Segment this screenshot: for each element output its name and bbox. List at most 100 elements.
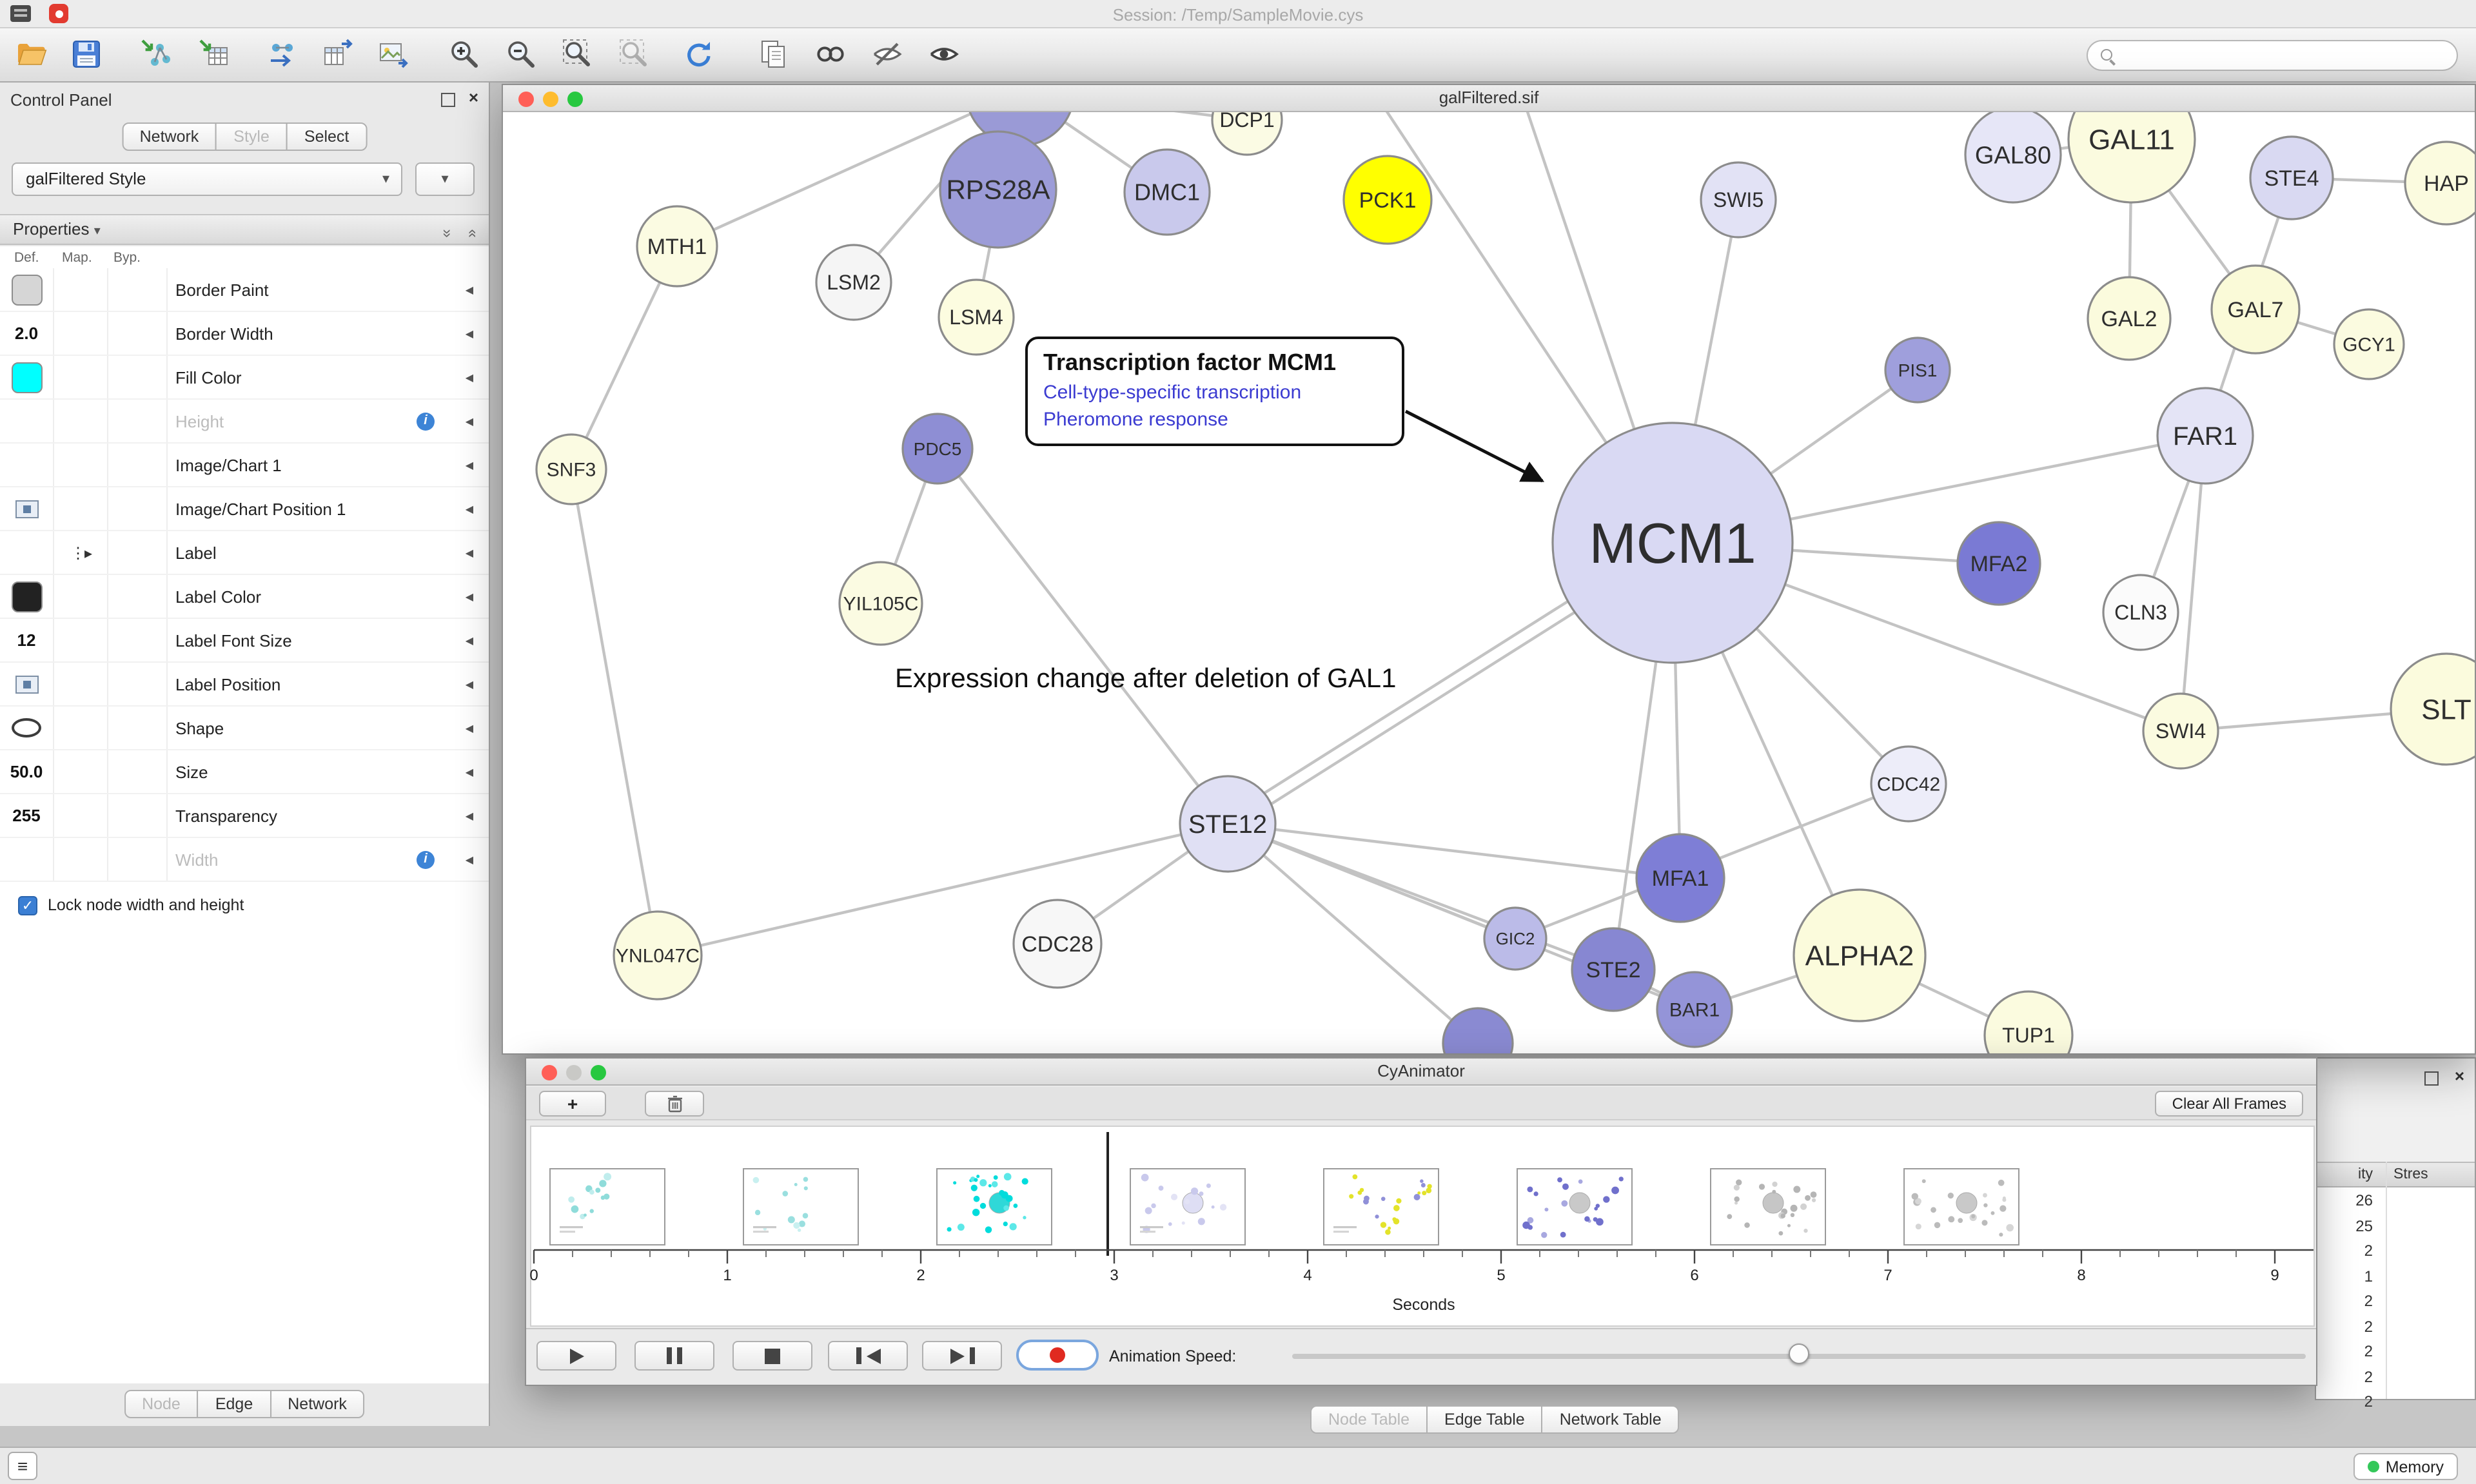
- minimize-window-button[interactable]: [543, 91, 558, 106]
- passthrough-mapping-icon[interactable]: ⋮▸: [70, 543, 92, 561]
- network-node[interactable]: [636, 205, 718, 288]
- tab-style[interactable]: Style: [215, 122, 288, 151]
- style-selector-dropdown[interactable]: galFiltered Style ▾: [12, 162, 402, 196]
- zoom-window-button[interactable]: [567, 91, 583, 106]
- tab-edge-table[interactable]: Edge Table: [1426, 1405, 1543, 1434]
- ellipse-shape-icon[interactable]: [12, 718, 41, 737]
- stop-button[interactable]: [732, 1341, 812, 1371]
- color-swatch[interactable]: [11, 274, 42, 305]
- export-network-button[interactable]: [319, 36, 357, 75]
- network-node[interactable]: [1211, 112, 1283, 156]
- tab-edge[interactable]: Edge: [197, 1390, 271, 1418]
- import-network-button[interactable]: [137, 36, 175, 75]
- network-window-titlebar[interactable]: galFiltered.sif: [503, 85, 2475, 112]
- table-column-header[interactable]: Stres: [2393, 1167, 2428, 1182]
- zoom-fit-button[interactable]: [558, 36, 597, 75]
- property-row[interactable]: Image/Chart 1◀: [0, 444, 489, 487]
- table-row[interactable]: 2: [2316, 1389, 2475, 1414]
- paste-button[interactable]: [754, 36, 793, 75]
- tab-node-table[interactable]: Node Table: [1310, 1405, 1428, 1434]
- property-row[interactable]: Label Color◀: [0, 575, 489, 619]
- network-edge[interactable]: [676, 112, 1020, 248]
- network-node[interactable]: [938, 278, 1015, 356]
- expand-row-icon[interactable]: ◀: [465, 459, 473, 471]
- network-node[interactable]: [2087, 276, 2172, 361]
- network-edge[interactable]: [1226, 823, 1479, 1044]
- expand-row-icon[interactable]: ◀: [465, 284, 473, 295]
- find-neighbors-button[interactable]: [811, 36, 850, 75]
- network-node[interactable]: [2102, 574, 2179, 651]
- clear-all-frames-button[interactable]: Clear All Frames: [2155, 1091, 2303, 1117]
- info-icon[interactable]: i: [417, 412, 435, 430]
- table-row[interactable]: 26: [2316, 1187, 2475, 1213]
- network-node[interactable]: [1870, 745, 1947, 823]
- network-edge[interactable]: [657, 822, 1228, 957]
- hide-selected-button[interactable]: [868, 36, 907, 75]
- frame-thumbnail[interactable]: [1903, 1168, 2019, 1245]
- zoom-window-button[interactable]: [591, 1064, 606, 1080]
- table-row[interactable]: 2: [2316, 1338, 2475, 1363]
- network-node[interactable]: [939, 130, 1057, 249]
- cyanimator-titlebar[interactable]: CyAnimator: [526, 1059, 2316, 1086]
- network-node[interactable]: [535, 433, 607, 505]
- network-edge[interactable]: [2179, 435, 2207, 732]
- color-swatch[interactable]: [11, 581, 42, 612]
- default-value[interactable]: 255: [12, 806, 41, 825]
- position-icon[interactable]: [15, 500, 38, 518]
- zoom-out-button[interactable]: [502, 36, 540, 75]
- network-node[interactable]: [1571, 927, 1656, 1012]
- expand-row-icon[interactable]: ◀: [465, 503, 473, 514]
- network-node[interactable]: [2333, 308, 2405, 380]
- expand-row-icon[interactable]: ◀: [465, 854, 473, 865]
- delete-frame-button[interactable]: [645, 1091, 704, 1117]
- network-node[interactable]: [1442, 1007, 1514, 1053]
- panel-menu-button[interactable]: ≡: [8, 1452, 37, 1480]
- animation-speed-slider-handle[interactable]: [1789, 1343, 1809, 1364]
- network-node[interactable]: [1123, 148, 1211, 236]
- default-value[interactable]: 50.0: [10, 762, 43, 781]
- memory-status-button[interactable]: Memory: [2353, 1453, 2458, 1480]
- record-button[interactable]: [1016, 1340, 1099, 1371]
- network-node[interactable]: [2249, 135, 2334, 220]
- network-node[interactable]: [2067, 112, 2196, 204]
- table-row[interactable]: 25: [2316, 1213, 2475, 1238]
- network-node[interactable]: [613, 910, 703, 1001]
- close-panel-icon[interactable]: ×: [468, 88, 478, 107]
- expand-all-icon[interactable]: »: [462, 229, 481, 238]
- float-panel-icon[interactable]: [441, 93, 455, 107]
- info-icon[interactable]: i: [417, 850, 435, 868]
- network-node[interactable]: [1884, 337, 1951, 404]
- properties-header[interactable]: Properties ▾ » »: [0, 214, 489, 245]
- close-window-button[interactable]: [518, 91, 534, 106]
- position-icon[interactable]: [15, 675, 38, 693]
- network-edge[interactable]: [1227, 822, 1681, 880]
- expand-row-icon[interactable]: ◀: [465, 591, 473, 602]
- frame-thumbnail[interactable]: [1323, 1168, 1439, 1245]
- table-column-header[interactable]: ity: [2358, 1167, 2373, 1182]
- minimize-window-button[interactable]: [566, 1064, 582, 1080]
- tab-network-sheet[interactable]: Network: [270, 1390, 365, 1418]
- network-node[interactable]: [1983, 990, 2074, 1053]
- network-node[interactable]: [2210, 264, 2301, 355]
- annotation-link[interactable]: Cell-type-specific transcription: [1043, 382, 1302, 404]
- network-node[interactable]: [838, 561, 923, 646]
- network-node[interactable]: [1956, 521, 2041, 606]
- property-row[interactable]: Label Position◀: [0, 663, 489, 707]
- tab-network[interactable]: Network: [121, 122, 217, 151]
- open-session-button[interactable]: [13, 36, 52, 75]
- frame-thumbnail[interactable]: [936, 1168, 1052, 1245]
- property-row[interactable]: Image/Chart Position 1◀: [0, 487, 489, 531]
- expand-row-icon[interactable]: ◀: [465, 547, 473, 558]
- expand-row-icon[interactable]: ◀: [465, 415, 473, 427]
- property-row[interactable]: Border Paint◀: [0, 268, 489, 312]
- expand-row-icon[interactable]: ◀: [465, 766, 473, 777]
- default-value[interactable]: 12: [17, 630, 36, 650]
- color-swatch[interactable]: [11, 362, 42, 393]
- default-value[interactable]: 2.0: [14, 324, 39, 343]
- search-input[interactable]: [2087, 40, 2458, 71]
- network-node[interactable]: [815, 244, 892, 321]
